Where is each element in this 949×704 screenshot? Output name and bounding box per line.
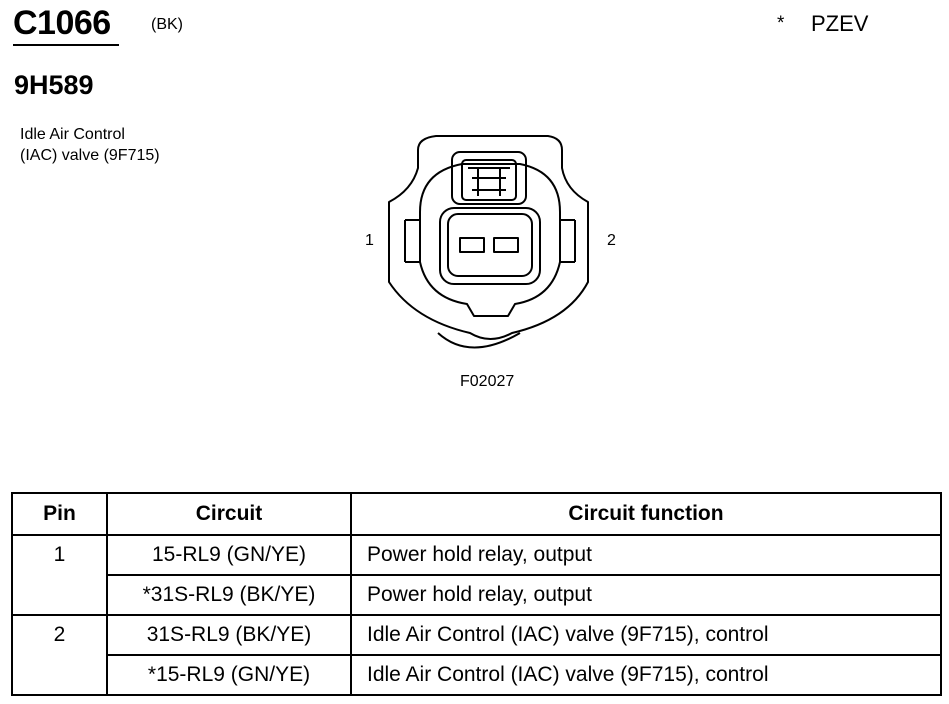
table-row: *15-RL9 (GN/YE) Idle Air Control (IAC) v… [12,654,942,696]
locking-latch-mid [461,159,517,201]
circuit-cell: 15-RL9 (GN/YE) [106,534,352,576]
circuit-cell: *31S-RL9 (BK/YE) [106,574,352,616]
part-number: 9H589 [14,70,94,100]
pin-1-label: 1 [365,232,374,249]
header-circuit-function: Circuit function [350,492,942,536]
table-row: 1 15-RL9 (GN/YE) Power hold relay, outpu… [11,534,942,616]
connector-inner-housing [419,163,561,317]
table-row: *31S-RL9 (BK/YE) Power hold relay, outpu… [12,574,942,616]
pin-2-terminal [493,237,519,253]
terminal-cavity-outer [439,207,541,285]
locking-latch-outer [451,151,527,205]
terminal-cavity-inner [447,213,533,277]
pin-table: Pin Circuit Circuit function 1 15-RL9 (G… [11,492,942,696]
pin-2-label: 2 [607,232,616,249]
side-rib-left [404,219,420,263]
function-cell: Idle Air Control (IAC) valve (9F715), co… [350,614,942,656]
description-line-1: Idle Air Control [20,126,125,143]
connector-color: (BK) [151,16,183,33]
pin-cell: 1 [11,534,108,616]
connector-id: C1066 [13,4,111,42]
pzev-marker: * [777,13,785,34]
pin-1-terminal [459,237,485,253]
connector-bottom-lip [437,332,521,349]
connector-outer-housing [388,135,589,340]
circuit-cell: *15-RL9 (GN/YE) [106,654,352,696]
pzev-label: PZEV [811,11,869,36]
table-header-row: Pin Circuit Circuit function [11,492,942,536]
locking-latch-posts [477,168,501,196]
figure-code: F02027 [460,373,515,390]
side-rib-right [560,219,576,263]
function-cell: Idle Air Control (IAC) valve (9F715), co… [350,654,942,696]
description-line-2: (IAC) valve (9F715) [20,147,160,164]
connector-id-underline [13,44,119,46]
component-description: Idle Air Control (IAC) valve (9F715) [20,124,160,166]
pin-cell: 2 [11,614,108,696]
circuit-cell: 31S-RL9 (BK/YE) [106,614,352,656]
function-cell: Power hold relay, output [350,534,942,576]
header-pin: Pin [11,492,108,536]
connector-face-diagram [388,135,589,349]
locking-latch-rails [468,167,510,191]
table-row: 2 31S-RL9 (BK/YE) Idle Air Control (IAC)… [11,614,942,696]
function-cell: Power hold relay, output [350,574,942,616]
header-circuit: Circuit [106,492,352,536]
